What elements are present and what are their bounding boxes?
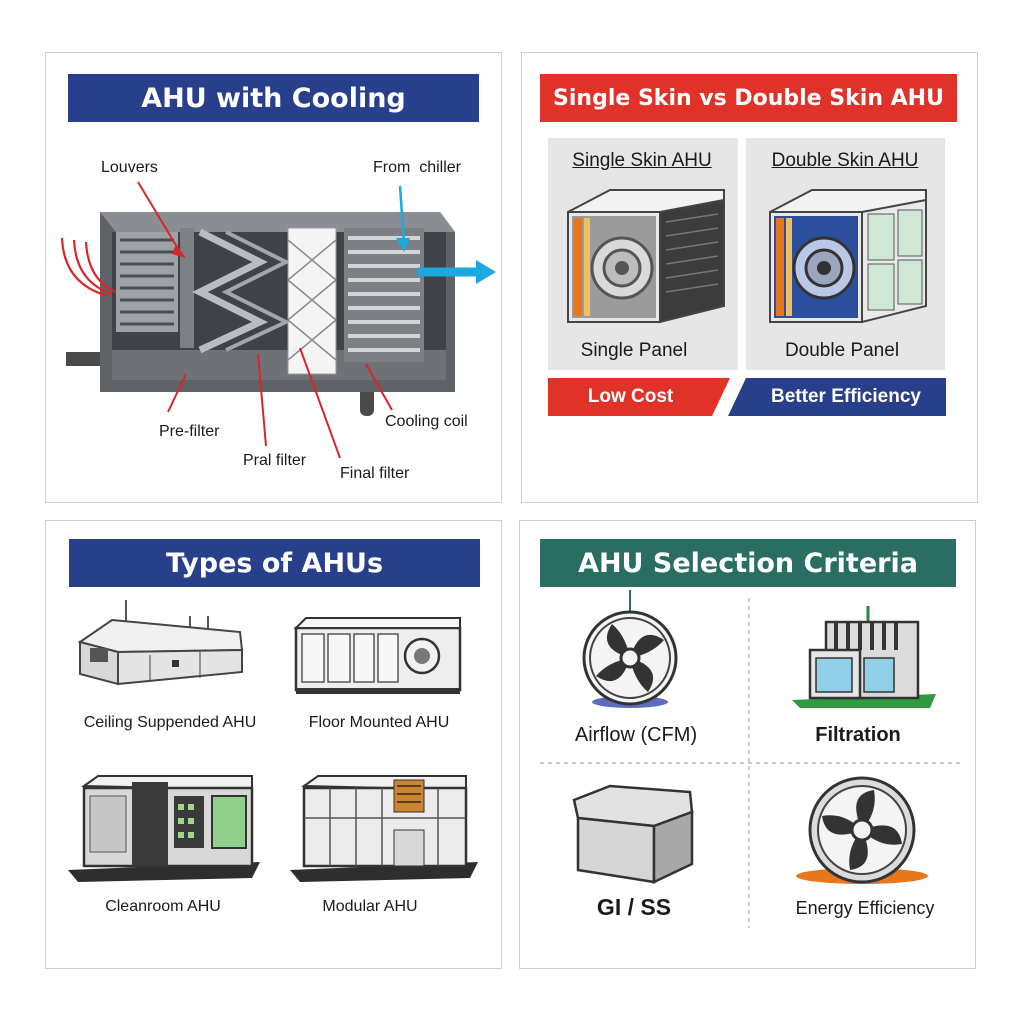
low-cost-tag: Low Cost <box>587 386 674 407</box>
types-item-modular-label: Modular AHU <box>322 898 418 915</box>
types-item-ceiling-label: Ceiling Suppended AHU <box>83 714 257 731</box>
criteria-filtration-label: Filtration <box>815 724 901 746</box>
types-item-floor-label: Floor Mounted AHU <box>308 714 450 731</box>
criteria-gi-ss-label: GI / SS <box>596 894 672 920</box>
label-final-filter: Final filter <box>340 465 410 482</box>
types-item-cleanroom-label: Cleanroom AHU <box>105 898 221 915</box>
label-pral-filter: Pral filter <box>243 452 307 469</box>
label-cooling-coil: Cooling coil <box>385 413 468 430</box>
selection-criteria-panel <box>519 520 976 969</box>
label-louvers: Louvers <box>101 159 158 176</box>
single-skin-heading: Single Skin AHU <box>572 150 712 171</box>
criteria-energy-label: Energy Efficiency <box>795 898 935 918</box>
label-pre-filter: Pre-filter <box>159 423 220 440</box>
double-panel-label: Double Panel <box>784 340 900 361</box>
selection-criteria-title: AHU Selection Criteria <box>540 539 956 587</box>
better-efficiency-tag: Better Efficiency <box>771 386 921 407</box>
double-skin-heading: Double Skin AHU <box>771 150 919 171</box>
ahu-types-panel <box>45 520 502 969</box>
ahu-types-title: Types of AHUs <box>69 539 480 587</box>
label-from-chiller: From chiller <box>373 159 462 176</box>
ahu-cooling-title: AHU with Cooling <box>68 74 479 122</box>
criteria-airflow-label: Airflow (CFM) <box>574 724 698 746</box>
single-panel-label: Single Panel <box>580 340 688 361</box>
skin-comparison-title: Single Skin vs Double Skin AHU <box>540 74 957 122</box>
